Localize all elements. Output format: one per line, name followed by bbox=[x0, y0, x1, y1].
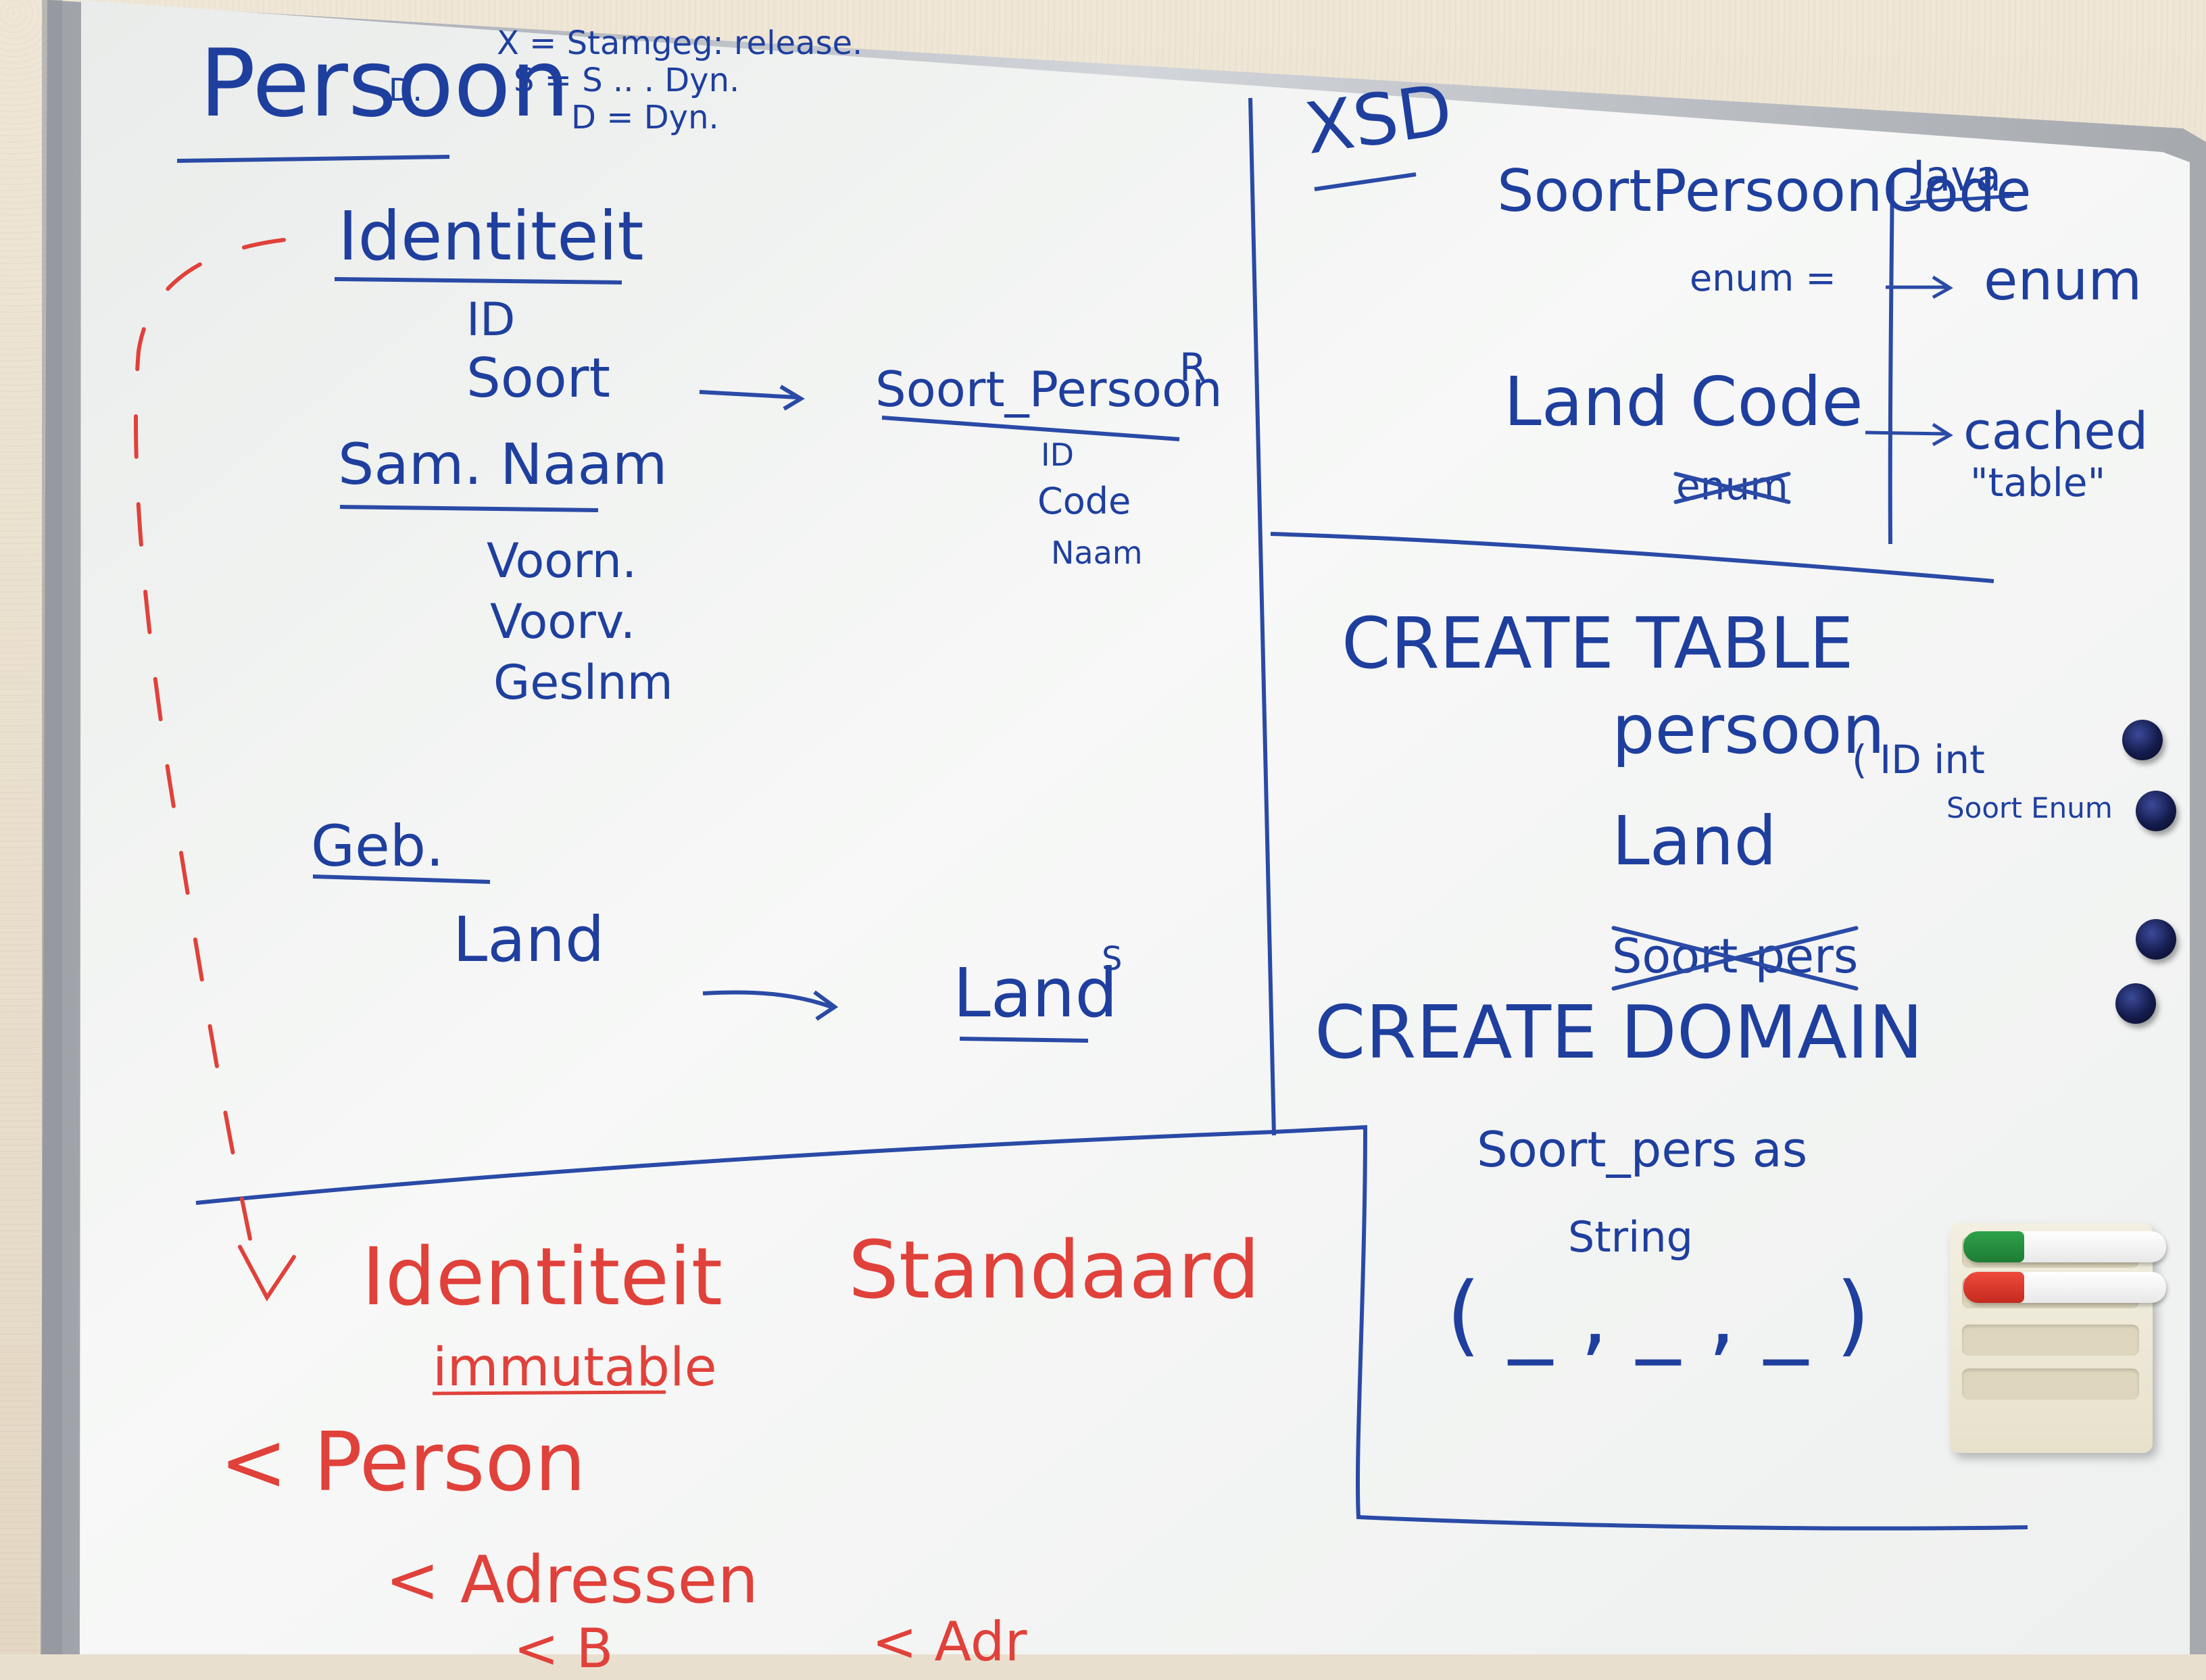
red-identiteit: Identiteit bbox=[362, 1230, 723, 1323]
geb-heading: Geb. bbox=[311, 813, 444, 879]
tray-slot bbox=[1962, 1368, 2139, 1400]
field-id: ID bbox=[466, 293, 516, 347]
magnet[interactable] bbox=[2136, 791, 2176, 831]
soort-persoon-code: SoortPersoonCode bbox=[1497, 157, 2032, 225]
persoon-title: Persoon bbox=[199, 29, 570, 138]
column-soort-enum: Soort Enum bbox=[1946, 791, 2113, 824]
field-voorn: Voorn. bbox=[487, 533, 637, 589]
persoon-table-name: persoon bbox=[1612, 690, 1885, 769]
sp-field-naam: Naam bbox=[1051, 535, 1143, 571]
field-voorv: Voorv. bbox=[490, 594, 636, 649]
sp-field-code: Code bbox=[1037, 480, 1131, 522]
domain-values: ( _ , _ , _ ) bbox=[1446, 1263, 1871, 1366]
soort-persoon-sup: R bbox=[1179, 345, 1207, 391]
land-column: Land bbox=[1612, 801, 1777, 881]
domain-string: String bbox=[1568, 1212, 1694, 1262]
divider-xsd-bottom bbox=[1270, 532, 1994, 583]
samnaam-heading: Sam. Naam bbox=[338, 431, 668, 497]
arrow-enum bbox=[1886, 275, 1953, 299]
enum-left: enum = bbox=[1690, 257, 1836, 299]
legend-line-1: X = Stamgeg: release. bbox=[497, 24, 863, 62]
arrow-land bbox=[702, 990, 839, 1021]
enum-right: enum bbox=[1984, 249, 2142, 313]
persoon-sup: D. bbox=[389, 72, 423, 108]
red-xml-person: < Person bbox=[220, 1416, 586, 1510]
red-xml-b: < B bbox=[514, 1617, 614, 1680]
marker-tray bbox=[1950, 1223, 2166, 1453]
magnet[interactable] bbox=[2122, 720, 2163, 760]
magnet[interactable] bbox=[2136, 919, 2176, 960]
land-table: Land bbox=[953, 954, 1118, 1033]
domain-definition: Soort_pers as bbox=[1477, 1121, 1808, 1178]
tray-slot bbox=[1962, 1325, 2139, 1356]
green-marker-cap bbox=[1963, 1231, 2024, 1262]
divider-vertical bbox=[1248, 97, 1276, 1136]
red-standaard: Standaard bbox=[848, 1223, 1260, 1316]
land-code: Land Code bbox=[1504, 362, 1863, 441]
create-table: CREATE TABLE bbox=[1342, 602, 1854, 685]
java-divider bbox=[1888, 175, 1894, 545]
red-immutable: immutable bbox=[433, 1337, 717, 1398]
crossed-enum: enum bbox=[1676, 466, 1788, 505]
field-soort: Soort bbox=[466, 347, 610, 410]
legend-line-2: S = S .. . Dyn. bbox=[514, 61, 740, 99]
field-geslnm: Geslnm bbox=[493, 655, 673, 710]
legend-line-3: D = Dyn. bbox=[571, 99, 719, 137]
field-land: Land bbox=[453, 904, 605, 976]
green-marker[interactable] bbox=[1963, 1231, 2166, 1262]
board-surface bbox=[80, 0, 2190, 1654]
soort-pers-crossed: Soort-pers bbox=[1612, 933, 1858, 980]
red-marker-cap bbox=[1963, 1272, 2024, 1303]
cached-text: cached bbox=[1963, 401, 2149, 461]
arrow-cached bbox=[1865, 422, 1953, 447]
create-domain: CREATE DOMAIN bbox=[1315, 991, 1923, 1075]
soort-pers-crossed-text: Soort-pers bbox=[1612, 929, 1859, 984]
column-id-int: ( ID int bbox=[1852, 737, 1985, 783]
divider-horizontal bbox=[195, 1125, 2028, 1531]
magnet[interactable] bbox=[2115, 983, 2156, 1024]
red-dashed-arrow bbox=[134, 238, 286, 1273]
identiteit-heading: Identiteit bbox=[338, 197, 644, 276]
land-table-sup: S bbox=[1102, 940, 1123, 978]
java-heading: Java bbox=[1913, 151, 2001, 201]
red-xml-adressen: < Adressen bbox=[385, 1542, 759, 1618]
red-marker[interactable] bbox=[1963, 1272, 2166, 1303]
crossed-enum-text: enum bbox=[1676, 463, 1788, 509]
table-quoted: "table" bbox=[1970, 460, 2106, 505]
arrow-soort bbox=[699, 385, 805, 411]
soort-persoon-table: Soort_Persoon bbox=[875, 361, 1223, 418]
xsd-title: XSD bbox=[1300, 68, 1457, 170]
sp-field-id: ID bbox=[1041, 437, 1074, 473]
red-xml-adr: < Adr bbox=[872, 1610, 1027, 1673]
